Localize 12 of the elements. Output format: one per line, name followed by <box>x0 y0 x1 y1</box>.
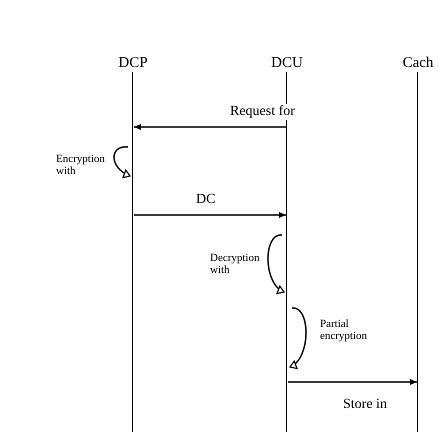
self-message-arrow <box>289 307 307 368</box>
message-arrow <box>288 379 417 385</box>
lifeline-title: Cach <box>402 55 434 72</box>
lifeline-title: DCU <box>270 55 304 72</box>
edge-label: Decryption with <box>210 252 262 276</box>
message-arrow <box>134 212 286 218</box>
message-arrow <box>134 124 286 130</box>
lifeline-title: DCP <box>117 55 149 72</box>
edge-label: Encryption with <box>56 153 108 177</box>
self-message-arrow <box>113 146 131 178</box>
self-message-arrow <box>267 234 285 293</box>
edge-label: Request for <box>230 104 295 120</box>
